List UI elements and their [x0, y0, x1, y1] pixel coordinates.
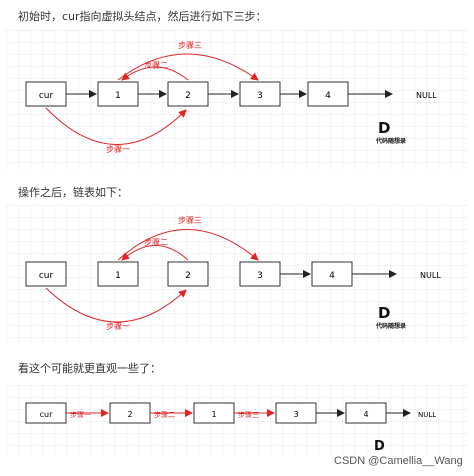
- node-2-label: 2: [185, 271, 191, 281]
- node-1-label: 1: [211, 410, 216, 419]
- node-4-label: 4: [329, 271, 335, 281]
- step-two-label: 步骤二: [144, 61, 168, 70]
- step-two-arrow: [121, 245, 189, 261]
- step-one-arrow: [45, 287, 187, 323]
- node-1-label: 1: [115, 91, 121, 101]
- node-cur-label: cur: [39, 91, 54, 101]
- grid-background: [6, 385, 468, 455]
- node-1: [97, 261, 139, 287]
- step-three-arrow: [117, 53, 259, 81]
- node-3-label: 3: [293, 410, 298, 419]
- null-label: NULL: [416, 91, 437, 100]
- step-one-label: 步骤一: [106, 322, 130, 331]
- node-1: [97, 81, 139, 107]
- node-4-label: 4: [325, 91, 331, 101]
- node-cur-label: cur: [39, 271, 54, 281]
- node-3-label: 3: [257, 271, 263, 281]
- node-2: [167, 261, 209, 287]
- diagram-initial: cur 1 2 3 4 NULL 步骤三 步骤二 步骤一 D 代码随想录: [6, 30, 468, 170]
- logo-mark: D: [378, 304, 390, 322]
- node-2-label: 2: [185, 91, 191, 101]
- step-three-label: 步骤三: [178, 41, 202, 50]
- null-label: NULL: [420, 271, 441, 280]
- node-3: [239, 261, 281, 287]
- logo-text: 代码随想录: [375, 137, 406, 145]
- step-one-arrow: [45, 107, 187, 145]
- node-cur: [25, 81, 67, 107]
- step-three-label: 步骤三: [178, 216, 202, 225]
- step-two-label: 步骤二: [154, 410, 175, 419]
- caption-after: 操作之后，链表如下：: [18, 186, 128, 199]
- step-two-label: 步骤二: [144, 238, 168, 247]
- watermark: CSDN @Camellia__Wang: [334, 455, 463, 467]
- step-three-label: 步骤三: [238, 410, 259, 419]
- logo-mark: D: [374, 439, 385, 454]
- node-2: [167, 81, 209, 107]
- null-label: NULL: [418, 411, 436, 419]
- node-3-label: 3: [257, 91, 263, 101]
- grid-background: [6, 30, 468, 170]
- caption-initial: 初始时，cur指向虚拟头结点，然后进行如下三步：: [18, 10, 267, 23]
- node-4: [307, 81, 349, 107]
- node-cur-label: cur: [40, 410, 53, 419]
- logo-mark: D: [378, 119, 390, 137]
- logo-text: 代码随想录: [375, 322, 406, 330]
- diagram-after: cur 1 2 3 4 NULL 步骤三 步骤二 步骤一 D 代码随想录: [6, 205, 468, 345]
- node-cur: [25, 261, 67, 287]
- step-two-arrow: [121, 66, 189, 81]
- caption-intuitive: 看这个可能就更直观一些了：: [18, 362, 161, 375]
- step-one-label: 步骤一: [70, 410, 91, 419]
- node-4-label: 4: [363, 410, 368, 419]
- node-2-label: 2: [127, 410, 132, 419]
- step-three-arrow: [117, 229, 259, 261]
- diagram-intuitive: cur 2 1 3 4 NULL 步骤一 步骤二 步骤三 D: [6, 385, 468, 455]
- step-one-label: 步骤一: [106, 145, 130, 154]
- node-1-label: 1: [115, 271, 121, 281]
